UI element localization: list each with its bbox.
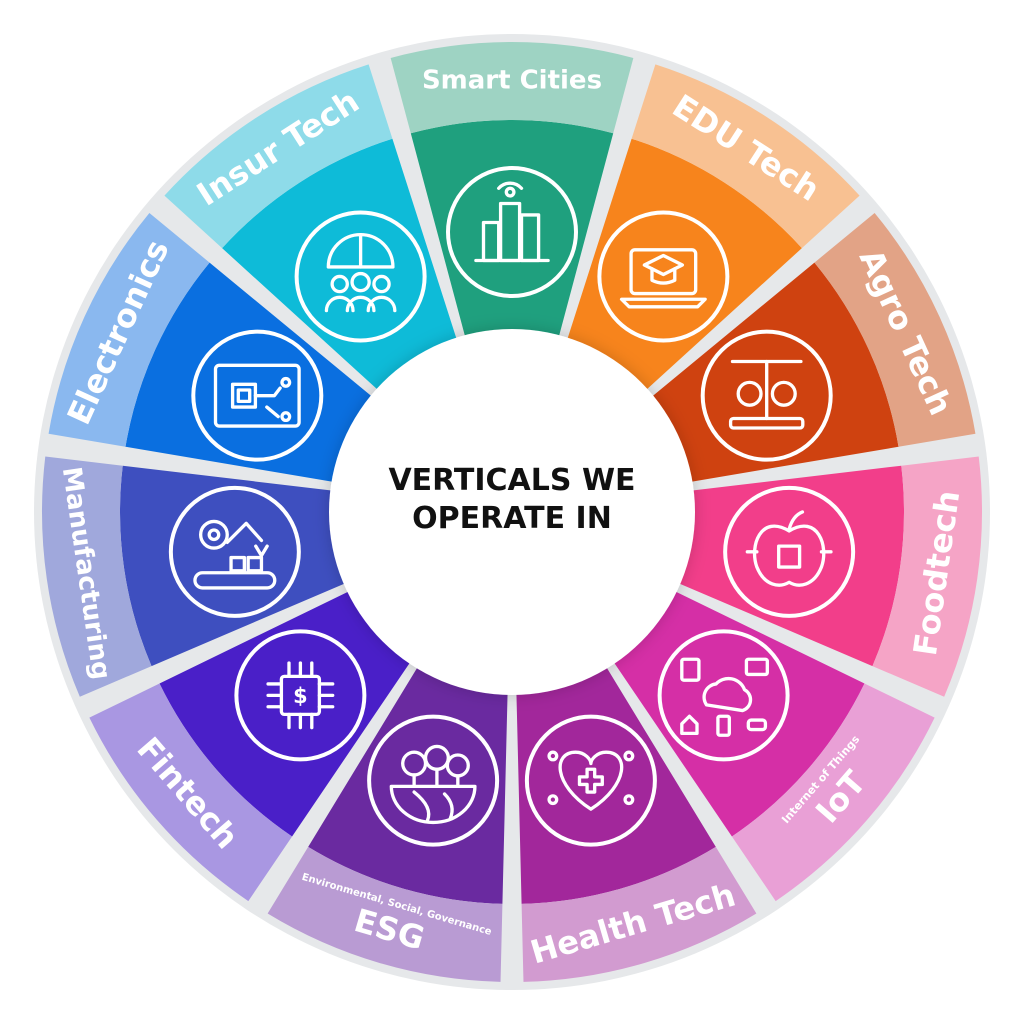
segment-manufacturing-band xyxy=(41,456,152,697)
segment-esg-icon-ring xyxy=(367,714,500,847)
center-title-line2: OPERATE IN xyxy=(412,501,612,536)
segment-agro-tech-body xyxy=(643,262,899,484)
segment-agro-tech-icon-ring xyxy=(700,329,833,462)
city-buildings-icon xyxy=(474,181,550,263)
segment-smart-cities-body xyxy=(410,119,614,348)
dollar-chip-icon: $ xyxy=(266,661,335,730)
heart-network-icon xyxy=(547,750,635,811)
segment-iot-band xyxy=(731,683,935,902)
circuit-board-icon xyxy=(213,363,301,428)
segment-insur-tech-icon-ring xyxy=(294,210,427,343)
segment-insur-tech-band xyxy=(164,64,393,249)
center-title-line1: VERTICALS WE xyxy=(388,463,636,498)
segment-fintech-icon-ring xyxy=(234,629,367,762)
robot-arm-conveyor-icon xyxy=(193,519,277,590)
segment-electronics-body xyxy=(125,262,381,484)
segment-electronics-icon-ring xyxy=(191,329,324,462)
segment-health-tech-icon-ring xyxy=(524,714,657,847)
segment-insur-tech: Insur Tech xyxy=(164,64,461,398)
graduation-laptop-icon xyxy=(619,248,707,309)
segment-manufacturing: Manufacturing xyxy=(41,456,356,697)
svg-text:$: $ xyxy=(293,684,308,708)
segment-edu-tech: EDU Tech xyxy=(563,64,860,398)
segment-electronics-band xyxy=(48,212,210,447)
segment-agro-tech-band xyxy=(814,212,976,447)
segment-health-tech-body xyxy=(516,657,716,904)
segment-foodtech: Foodtech xyxy=(668,456,982,697)
segment-iot-body xyxy=(607,586,865,837)
segment-fintech-body xyxy=(159,586,417,837)
segment-edu-tech-band xyxy=(631,64,860,249)
segment-foodtech-band xyxy=(872,456,982,697)
connected-devices-icon xyxy=(680,657,769,737)
hydroponic-plants-icon xyxy=(728,359,805,430)
segment-smart-cities: Smart Cities xyxy=(390,41,634,348)
segment-health-tech-band xyxy=(521,846,757,982)
segment-smart-cities-icon-ring xyxy=(446,166,578,298)
segment-edu-tech-body xyxy=(563,138,802,398)
center-circle xyxy=(329,329,695,695)
segment-agro-tech: Agro Tech xyxy=(643,212,976,484)
segment-edu-tech-icon-ring xyxy=(597,210,730,343)
apple-chip-icon xyxy=(745,510,833,587)
umbrella-people-icon xyxy=(324,232,397,313)
segment-manufacturing-body xyxy=(119,465,356,667)
segment-smart-cities-label: Smart Cities xyxy=(422,66,602,96)
center-title: VERTICALS WE OPERATE IN xyxy=(362,462,662,538)
segment-fintech-band xyxy=(89,683,293,902)
segment-esg-body xyxy=(308,657,508,904)
segment-esg-band xyxy=(267,846,503,982)
segment-fintech: Fintech$ xyxy=(89,586,417,902)
segment-foodtech-icon-ring xyxy=(723,485,856,618)
segment-manufacturing-icon-ring xyxy=(168,485,301,618)
segment-smart-cities-band xyxy=(390,41,634,134)
forest-earth-icon xyxy=(389,744,477,825)
segment-iot-icon-ring xyxy=(657,629,790,762)
